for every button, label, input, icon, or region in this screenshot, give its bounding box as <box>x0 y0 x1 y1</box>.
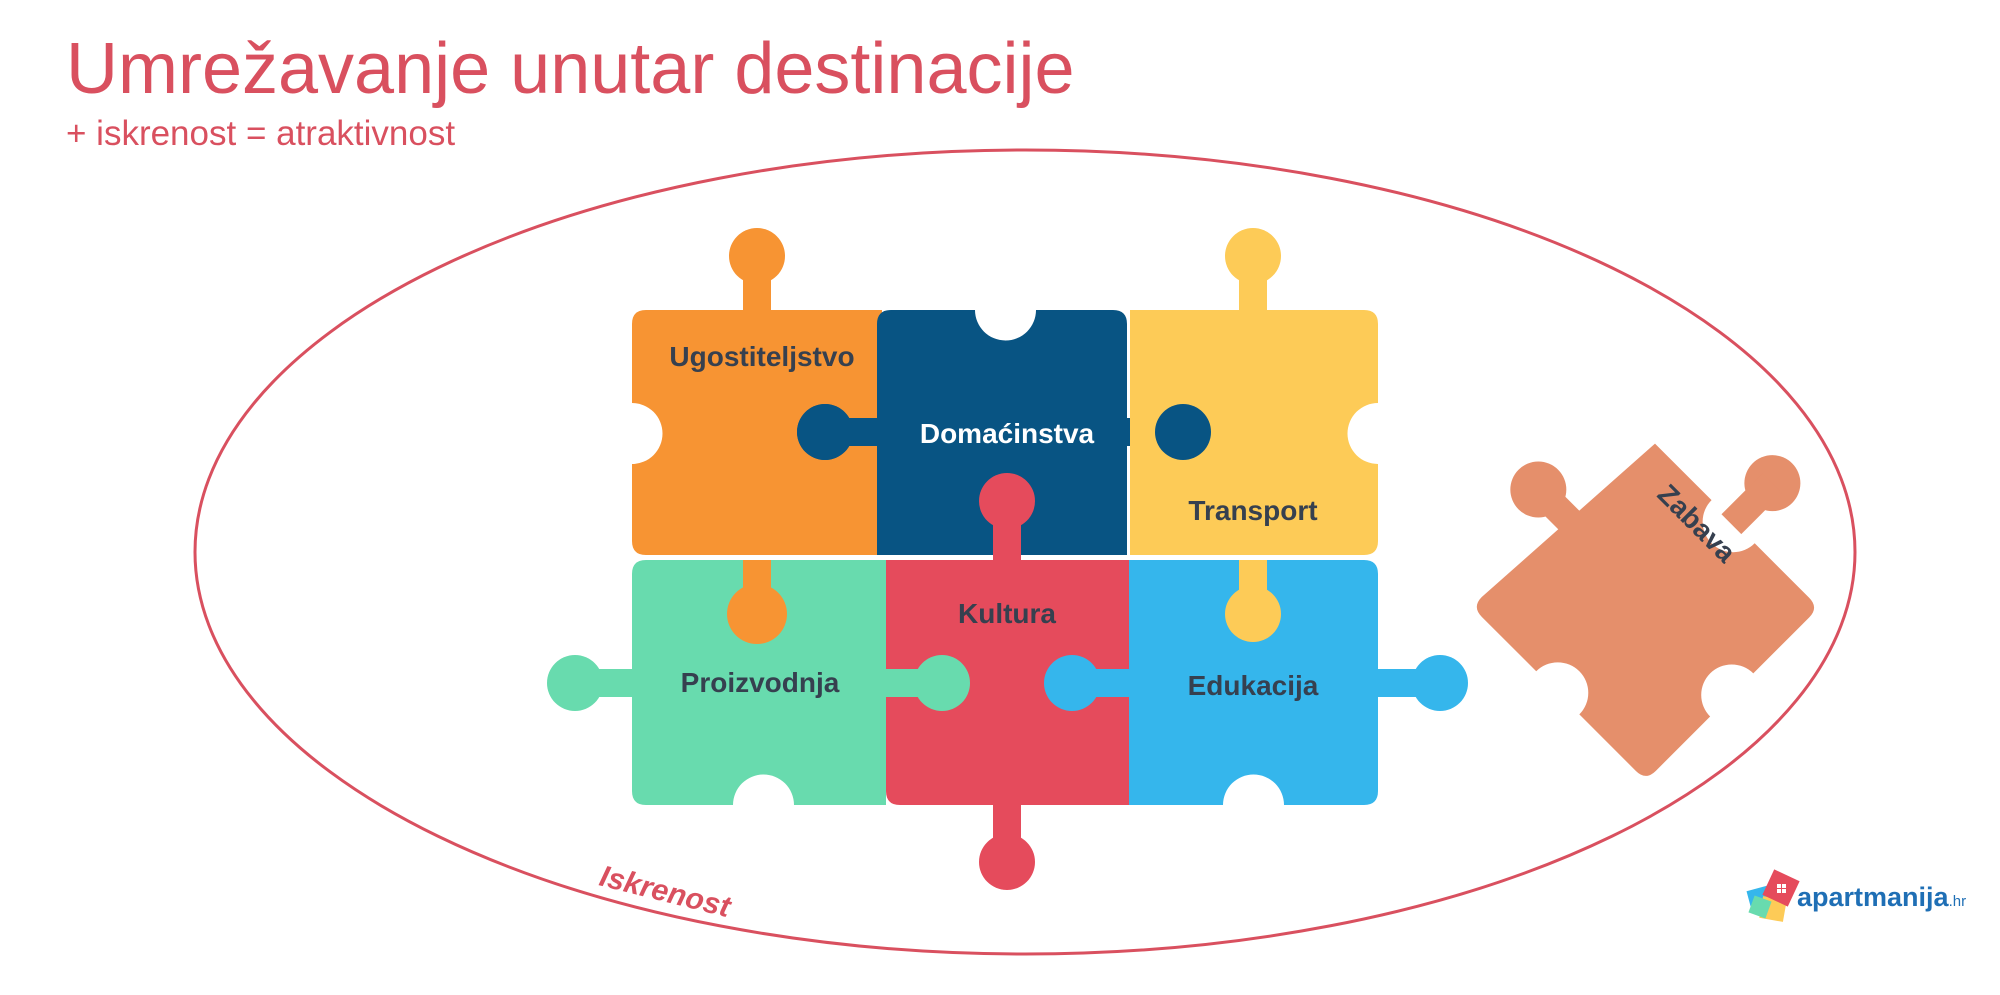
logo-brand: apartmanija <box>1797 882 1949 912</box>
label-proizvodnja: Proizvodnja <box>681 667 840 698</box>
label-transport: Transport <box>1188 495 1317 526</box>
label-ugostiteljstvo: Ugostiteljstvo <box>669 341 854 372</box>
label-domacinstva: Domaćinstva <box>920 418 1095 449</box>
logo-mark-icon <box>1745 868 1805 928</box>
label-edukacija: Edukacija <box>1188 670 1319 701</box>
apartmanija-logo: apartmanija.hr <box>1745 868 1945 928</box>
logo-text: apartmanija.hr <box>1797 882 1966 913</box>
piece-zabava <box>1427 330 1878 781</box>
logo-suffix: .hr <box>1949 893 1967 910</box>
label-kultura: Kultura <box>958 598 1056 629</box>
